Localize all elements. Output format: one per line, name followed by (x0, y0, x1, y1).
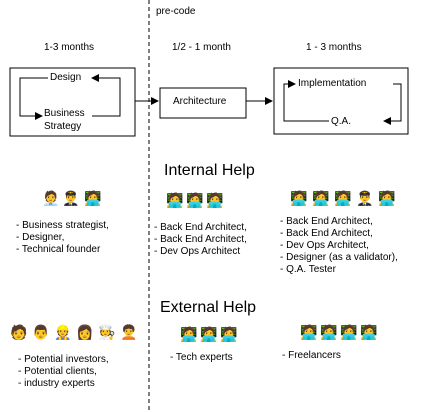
duration-pre-code: 1-3 months (44, 42, 95, 53)
list-item: - Designer (as a validator), (280, 252, 398, 263)
person-icon: 🧑‍💻 (206, 192, 224, 208)
person-icon: 🧑 (10, 324, 28, 340)
person-icon: 🧑‍💻 (300, 324, 318, 340)
qa-label: Q.A. (331, 116, 352, 127)
internal-build-list: - Back End Architect, - Back End Archite… (280, 216, 398, 276)
internal-help-title: Internal Help (164, 162, 255, 179)
phase-label: pre-code (156, 6, 196, 17)
list-item: - Back End Architect, (280, 228, 373, 239)
list-item: - industry experts (18, 378, 95, 389)
list-item: - Technical founder (16, 244, 101, 255)
person-icon: 👨 (32, 324, 50, 340)
implementation-qa-loop (383, 83, 402, 125)
person-icon: 🧑‍💻 (166, 192, 184, 208)
person-icon: 🧑‍💻 (220, 326, 238, 342)
list-item: - Dev Ops Architect, (280, 240, 369, 251)
internal-architecture-list: - Back End Architect, - Back End Archite… (154, 222, 247, 258)
external-pre-code-list: - Potential investors, - Potential clien… (18, 354, 109, 390)
list-item: - Dev Ops Architect (154, 246, 241, 257)
external-help-title: External Help (160, 299, 257, 316)
person-icon: 🧑‍💻 (290, 190, 308, 206)
external-architecture-list: - Tech experts (170, 352, 233, 364)
list-item: - Back End Architect, (154, 222, 247, 233)
person-icon: 🧑‍💻 (320, 324, 338, 340)
design-strategy-loop (19, 77, 48, 120)
business-label: Business (44, 108, 85, 119)
list-item: - Q.A. Tester (280, 264, 336, 275)
list-item: - Designer, (16, 232, 65, 243)
list-item: - Business strategist, (16, 220, 109, 231)
person-icon: 🧑‍💻 (84, 190, 102, 206)
list-item: - Back End Architect, (280, 216, 373, 227)
design-label: Design (50, 72, 82, 83)
implementation-label: Implementation (298, 78, 367, 89)
architecture-box (159, 87, 247, 119)
worker-icon: 👷 (54, 324, 72, 340)
strategy-design-loop (91, 74, 121, 117)
external-build-list: - Freelancers (282, 350, 341, 362)
architecture-label: Architecture (173, 96, 227, 107)
pilot-icon: 👨‍✈️ (62, 190, 80, 206)
pilot-icon: 👨‍✈️ (356, 190, 374, 206)
list-item: - Freelancers (282, 350, 341, 361)
chef-icon: 🧑‍🍳 (98, 324, 116, 340)
person-icon: 🧑‍🦱 (120, 324, 138, 340)
pre-code-box (9, 67, 136, 137)
internal-pre-code-list: - Business strategist, - Designer, - Tec… (16, 220, 109, 256)
duration-architecture: 1/2 - 1 month (172, 42, 231, 53)
person-icon: 🧑‍💻 (340, 324, 358, 340)
qa-implementation-loop (283, 80, 329, 122)
list-item: - Potential investors, (18, 354, 109, 365)
list-item: - Back End Architect, (154, 234, 247, 245)
person-icon: 🧑‍💻 (312, 190, 330, 206)
list-item: - Potential clients, (18, 366, 97, 377)
person-icon: 👩 (76, 324, 94, 340)
person-icon: 🧑‍💻 (378, 190, 396, 206)
duration-build: 1 - 3 months (306, 42, 362, 53)
list-item: - Tech experts (170, 352, 233, 363)
person-icon: 🧑‍💻 (360, 324, 378, 340)
person-icon: 🧑‍💻 (180, 326, 198, 342)
person-icon: 🧑‍💻 (200, 326, 218, 342)
strategy-label: Strategy (44, 121, 82, 132)
person-icon: 🧑‍💻 (186, 192, 204, 208)
person-icon: 🧑‍💻 (334, 190, 352, 206)
person-icon: 🧑‍💼 (42, 190, 60, 206)
